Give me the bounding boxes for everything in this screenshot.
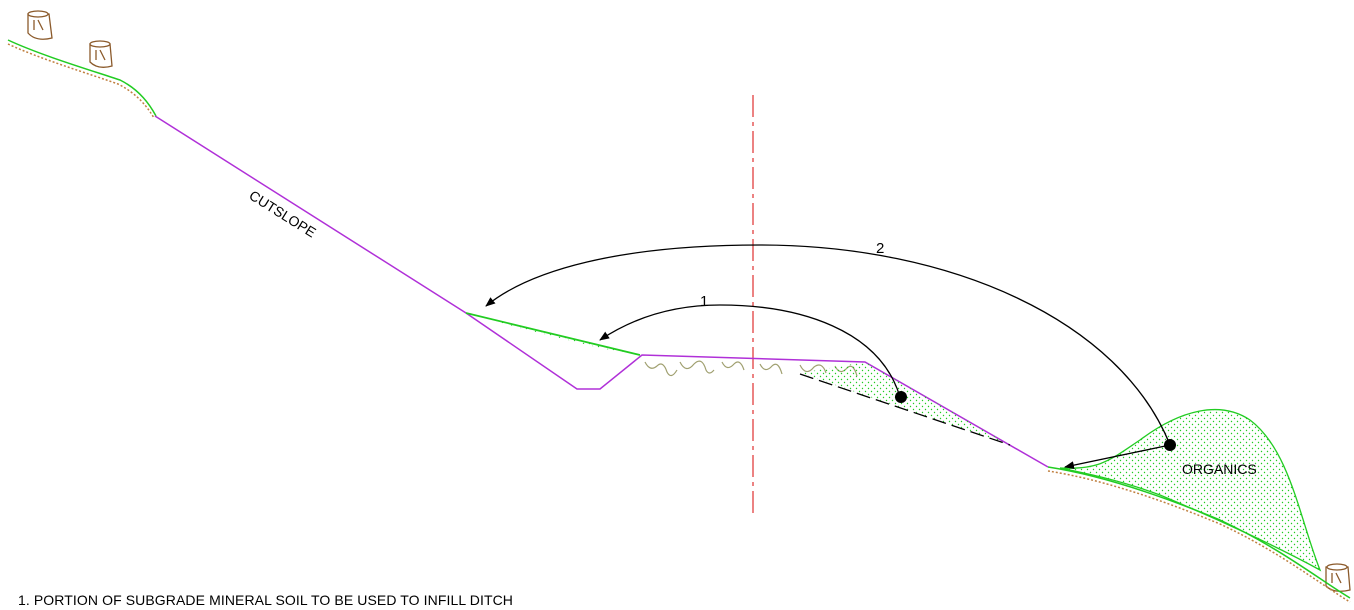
organics-pile: [1059, 408, 1322, 572]
footnote-1: 1. PORTION OF SUBGRADE MINERAL SOIL TO B…: [18, 592, 514, 608]
fill-slope-organics: [800, 362, 1010, 445]
arrow-1: [599, 304, 901, 398]
organics-label: ORGANICS: [1182, 461, 1257, 477]
tree-stump-icon: [27, 10, 53, 40]
original-ground-dashed: [799, 373, 1011, 446]
organics-arrow: [1064, 444, 1171, 470]
arrow-1-label: 1: [700, 293, 708, 310]
tree-stump-icon: [1325, 563, 1351, 592]
cutslope-line: [154, 115, 1049, 468]
top-left-ground: [7, 39, 157, 119]
arrow-2-label: 2: [876, 240, 884, 257]
arrow-1-origin: [895, 391, 907, 403]
arrow-2: [485, 244, 1171, 446]
tree-stump-icon: [89, 40, 113, 68]
